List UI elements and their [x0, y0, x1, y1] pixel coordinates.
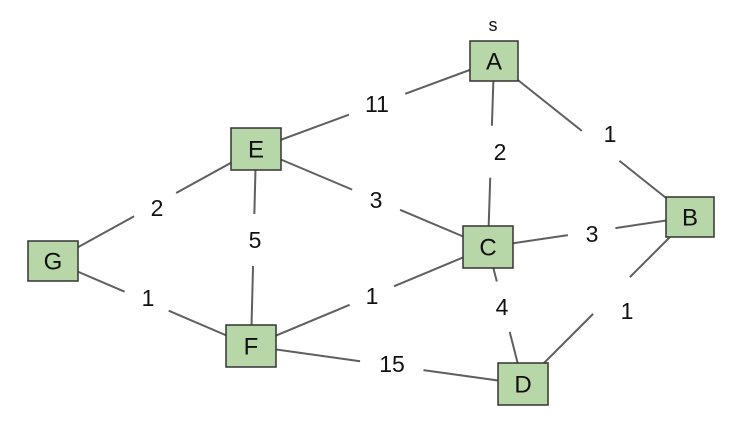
edge-weight-a-b: 1	[604, 121, 617, 147]
node-e: E	[230, 127, 282, 171]
node-box-a	[469, 40, 519, 82]
node-label-d: D	[514, 372, 531, 399]
edge-a-b	[493, 60, 691, 218]
source-marker-label: s	[489, 15, 498, 35]
node-c: C	[462, 225, 514, 269]
node-box-d	[497, 362, 549, 406]
nodes-layer: A B C D E F G	[27, 40, 715, 406]
node-label-c: C	[479, 235, 496, 262]
node-box-e	[230, 127, 282, 171]
node-box-c	[462, 225, 514, 269]
node-d: D	[497, 362, 549, 406]
node-label-f: F	[244, 334, 259, 361]
node-f: F	[225, 324, 277, 368]
edge-weight-c-d: 4	[496, 294, 509, 320]
edge-weight-e-c: 3	[370, 187, 383, 213]
node-label-b: B	[682, 205, 698, 232]
edge-weight-f-c: 1	[366, 283, 379, 309]
node-label-a: A	[486, 49, 502, 76]
node-label-g: G	[44, 249, 63, 276]
node-g: G	[27, 240, 79, 282]
edge-weight-e-f: 5	[249, 227, 262, 253]
edge-weight-f-d: 15	[379, 351, 405, 377]
edge-weight-a-e: 11	[365, 91, 389, 117]
node-a: A	[469, 40, 519, 82]
node-box-g	[27, 240, 79, 282]
edge-weight-a-c: 2	[494, 139, 507, 165]
edge-weight-g-f: 1	[142, 285, 155, 311]
node-b: B	[665, 196, 715, 238]
node-box-b	[665, 196, 715, 238]
edge-weight-e-g: 2	[151, 195, 164, 221]
edge-b-d	[522, 216, 691, 385]
edge-weight-b-d: 1	[621, 298, 634, 324]
node-box-f	[225, 324, 277, 368]
node-label-e: E	[248, 137, 264, 164]
edge-weight-c-b: 3	[586, 221, 599, 247]
